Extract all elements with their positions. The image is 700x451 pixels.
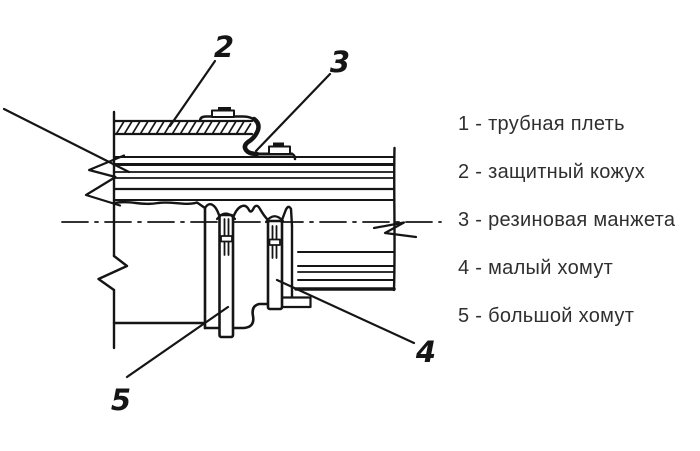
cuff-right-foot	[279, 296, 312, 309]
pipe-right-break-mark	[372, 221, 418, 239]
leader-lines	[2, 59, 416, 379]
legend-item-3: 3 - резиновая манжета	[458, 208, 676, 231]
cuff-foot-drop	[290, 152, 297, 161]
vertical-break-mark	[97, 254, 129, 292]
protective-casing	[112, 119, 254, 136]
left-cut-edge	[84, 110, 207, 350]
cuff-wavy-top	[203, 202, 294, 228]
cuff-foot-tab	[268, 145, 291, 155]
callout-4-label: 4	[415, 335, 436, 369]
legend: 1 - трубная плеть 2 - защитный кожух 3 -…	[458, 100, 675, 340]
pipe-lines-upper	[112, 156, 396, 201]
callout-3-leader	[254, 72, 332, 153]
legend-item-2: 2 - защитный кожух	[458, 160, 646, 183]
pipe-left-break-mark	[84, 154, 126, 207]
small-clamp-screw-nut	[268, 238, 281, 246]
large-clamp-screw-nut	[220, 235, 233, 243]
cuff-s-curve	[242, 116, 261, 157]
large-clamp-band	[218, 213, 235, 339]
small-clamp	[264, 215, 285, 311]
callout-4-leader	[275, 278, 416, 345]
rubber-cuff-upper	[198, 107, 297, 161]
callout-5-leader	[125, 305, 230, 379]
cuff-foot-tab-bar	[273, 142, 284, 147]
callout-3-label: 3	[330, 45, 350, 79]
pipe-lower-edge-wavy	[112, 200, 207, 210]
cuff-arc-over-small-clamp	[264, 215, 285, 224]
callout-5-label: 5	[111, 383, 131, 417]
cuff-bottom-outline	[203, 302, 292, 330]
callout-2-leader	[168, 59, 217, 128]
legend-item-5: 5 - большой хомут	[458, 304, 635, 327]
cuff-top-tab-bar	[218, 107, 231, 112]
pipe-lines-lower	[294, 251, 396, 291]
legend-item-1: 1 - трубная плеть	[458, 112, 625, 135]
cuff-arc-over-large-clamp	[215, 212, 237, 221]
callout-2-label: 2	[214, 30, 234, 64]
small-clamp-band	[266, 219, 284, 311]
callout-labels: 2 3 4 5	[111, 30, 436, 417]
large-clamp	[215, 212, 237, 339]
casing-hatch	[116, 121, 252, 134]
legend-item-4: 4 - малый хомут	[458, 256, 614, 279]
large-clamp-screw	[223, 218, 230, 256]
pipe-right-end-edge	[392, 146, 396, 292]
callout-1-leader	[2, 107, 131, 174]
rubber-cuff-lower	[203, 202, 312, 330]
small-clamp-screw	[271, 225, 278, 259]
